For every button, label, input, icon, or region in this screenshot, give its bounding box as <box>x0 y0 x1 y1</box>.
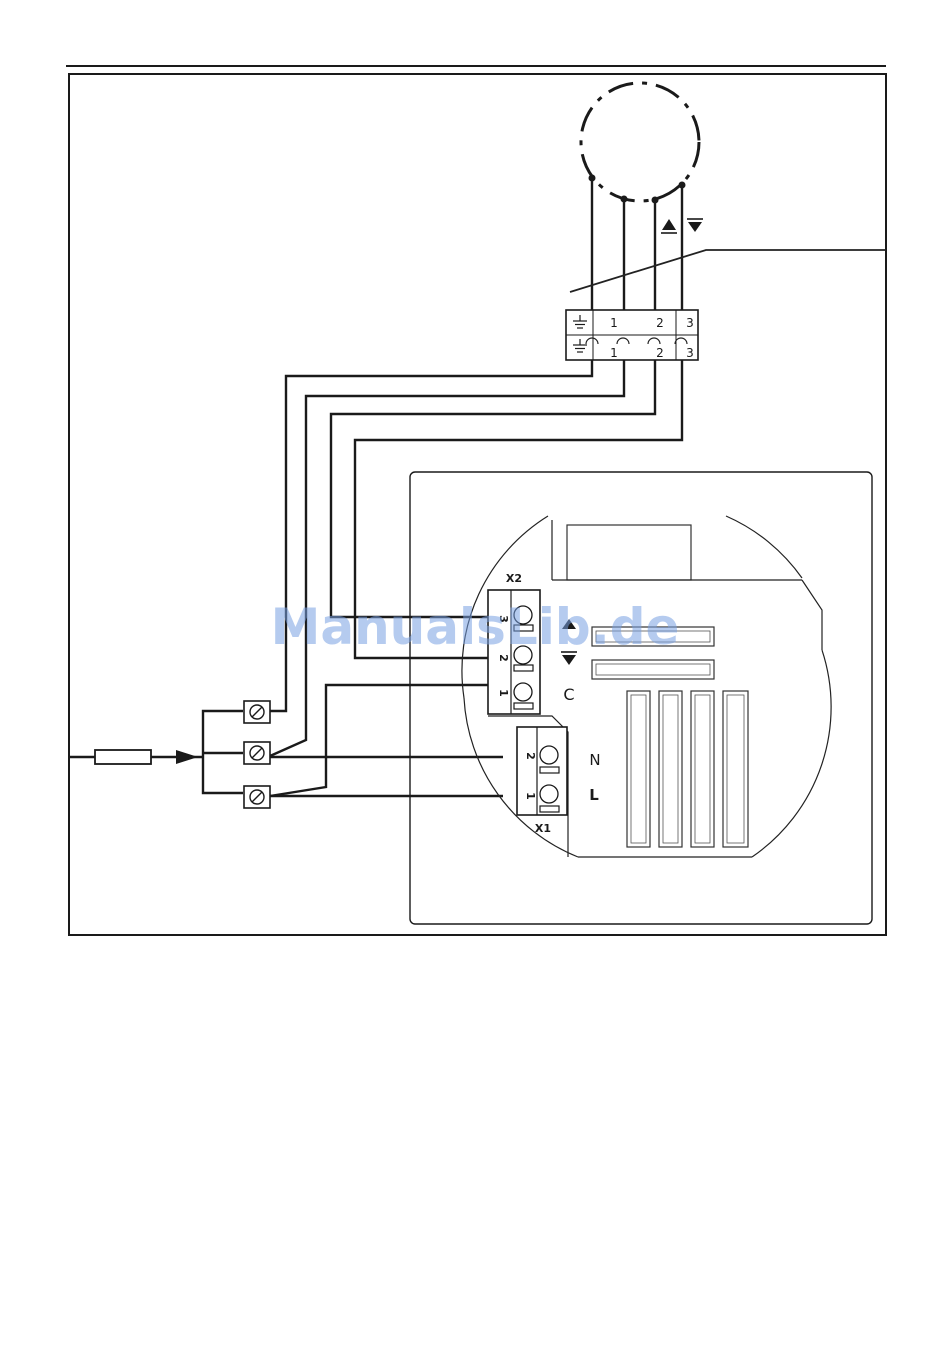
neutral-label: N <box>589 751 600 769</box>
ventilation-slots <box>627 691 748 847</box>
strip-top-label-3: 3 <box>686 316 694 330</box>
slot-bars <box>592 627 714 679</box>
connector-x1 <box>517 727 567 815</box>
connector-x2-label: X2 <box>506 572 522 585</box>
screw-terminal-live <box>244 786 270 808</box>
x2-down-arrow-icon <box>561 652 577 665</box>
strip-top-label-1: 1 <box>610 316 618 330</box>
screw-terminal-neutral <box>244 742 270 764</box>
connector-x2-pin-2: 2 <box>497 654 510 662</box>
down-arrow-icon <box>687 219 703 232</box>
terminal-strip <box>566 310 698 360</box>
diagram-frame <box>69 74 886 935</box>
common-terminal-label: C <box>563 685 574 704</box>
strip-bottom-label-2: 2 <box>656 346 664 360</box>
x2-up-arrow-icon <box>562 619 576 629</box>
connector-x2-pin-3: 3 <box>497 615 510 623</box>
strip-bottom-label-1: 1 <box>610 346 618 360</box>
screw-terminal-earth <box>244 701 270 723</box>
connector-x1-pin-2: 2 <box>524 752 537 760</box>
up-arrow-icon <box>661 219 677 233</box>
connector-x2 <box>488 590 540 714</box>
motor-leads <box>589 175 686 321</box>
device-panel <box>410 472 872 924</box>
cable-sheath-line <box>570 250 886 292</box>
field-wiring <box>270 360 682 796</box>
connector-x1-label: X1 <box>535 822 551 835</box>
connector-x2-pin-1: 1 <box>497 689 510 697</box>
strip-top-label-2: 2 <box>656 316 664 330</box>
live-label: L <box>589 786 599 804</box>
fuse-symbol <box>95 750 151 764</box>
strip-bottom-label-3: 3 <box>686 346 694 360</box>
arrow-icon <box>176 750 198 764</box>
connector-x1-pin-1: 1 <box>524 792 537 800</box>
